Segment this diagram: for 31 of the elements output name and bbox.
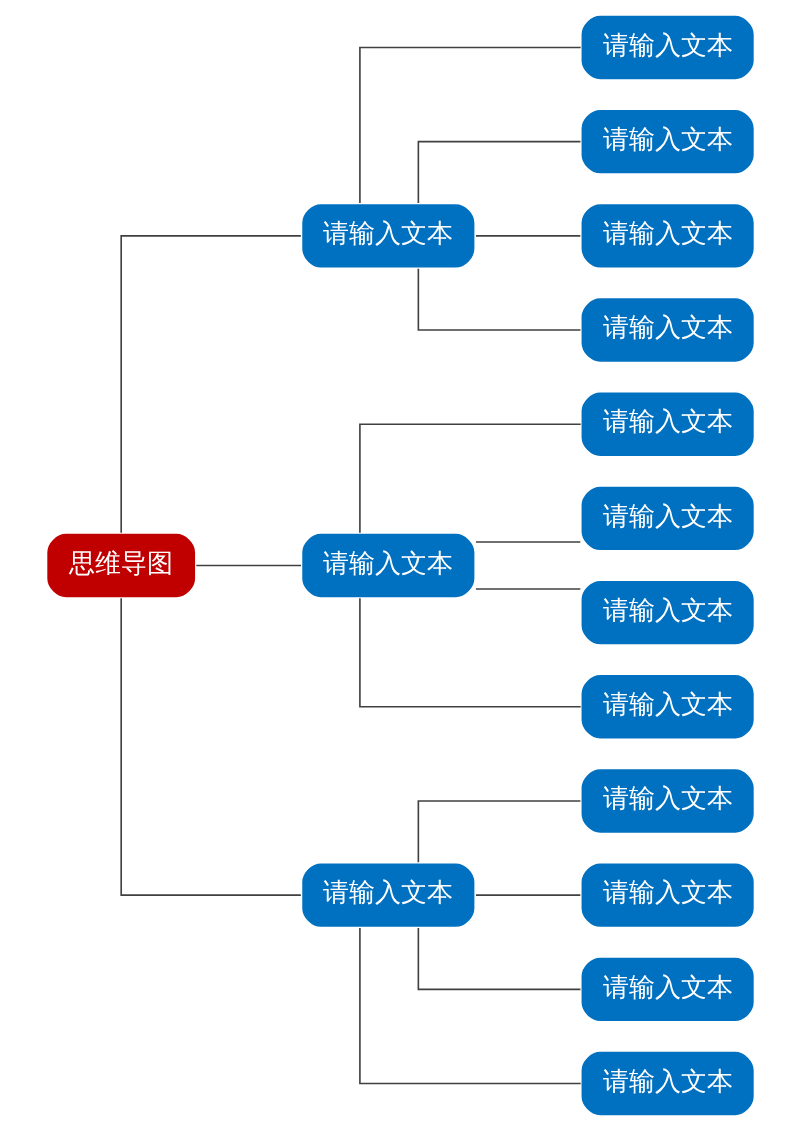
node-box: 请输入文本	[300, 861, 476, 929]
connector	[358, 597, 581, 708]
node-box: 请输入文本	[579, 956, 755, 1023]
node-box: 请输入文本	[579, 579, 755, 646]
node-box: 请输入文本	[579, 14, 755, 81]
connector	[417, 800, 581, 863]
node-box: 请输入文本	[579, 673, 755, 741]
connector	[417, 927, 581, 991]
connector	[474, 588, 581, 590]
node-box: 请输入文本	[579, 767, 755, 835]
node-box: 请输入文本	[579, 485, 755, 552]
node-box: 请输入文本	[579, 390, 755, 458]
connector	[417, 268, 581, 331]
connector	[417, 140, 581, 204]
node-box: 请输入文本	[300, 532, 476, 599]
node-box: 请输入文本	[579, 202, 755, 270]
node-box: 请输入文本	[579, 296, 755, 364]
connector	[119, 235, 302, 534]
connector	[358, 46, 581, 204]
node-box: 请输入文本	[579, 861, 755, 929]
connector	[195, 564, 302, 567]
connector	[119, 597, 302, 896]
node-box: 请输入文本	[579, 108, 755, 175]
node-box: 思维导图	[45, 532, 197, 599]
connector	[474, 894, 581, 896]
connector	[358, 927, 581, 1085]
connector	[474, 541, 581, 543]
connector	[358, 423, 581, 534]
node-box: 请输入文本	[300, 202, 476, 270]
connector	[474, 235, 581, 237]
node-box: 请输入文本	[579, 1050, 755, 1117]
